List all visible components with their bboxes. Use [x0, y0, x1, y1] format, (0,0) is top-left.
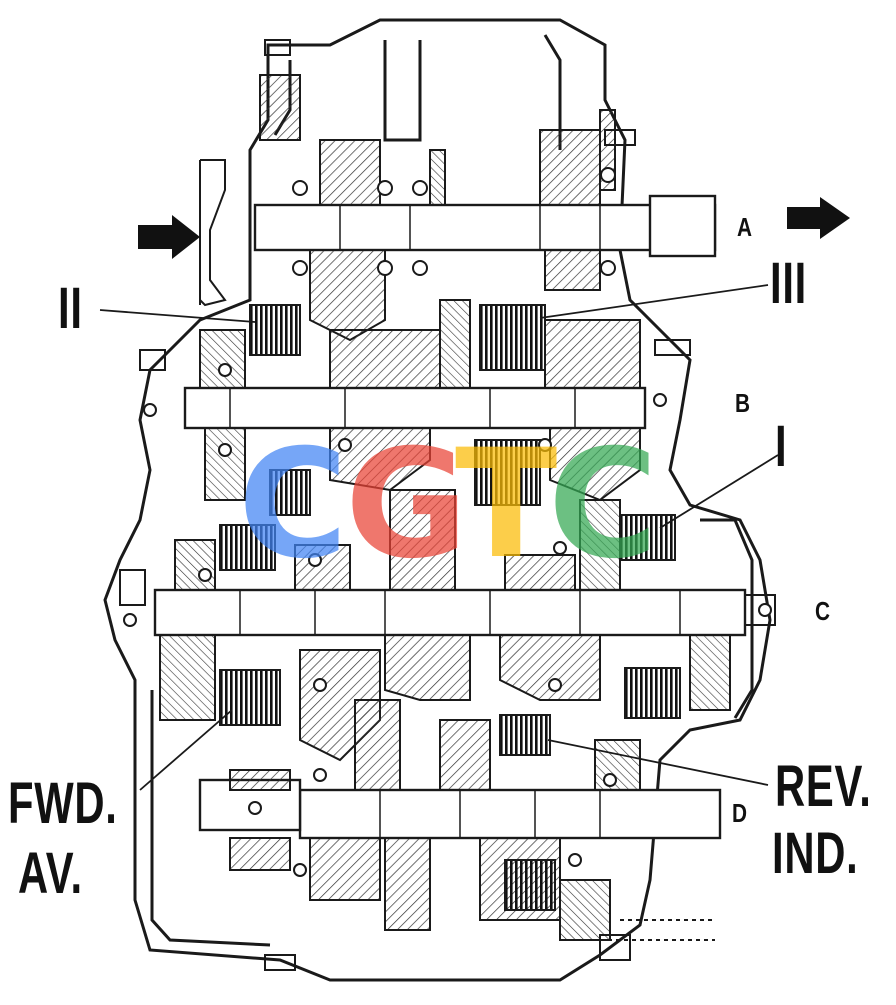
- clutch-label-i: I: [775, 414, 788, 479]
- fwd-label: FWD.: [8, 771, 118, 836]
- leader-iii: [539, 284, 769, 319]
- ind-label: IND.: [772, 821, 859, 886]
- clutch-ii-pack: [249, 304, 301, 356]
- shaft-label-a: A: [737, 212, 753, 242]
- bolts: [119, 39, 776, 971]
- shaft-c: [153, 588, 747, 637]
- clutch-packs: [219, 304, 681, 911]
- clutch-fwd-pack: [219, 669, 281, 726]
- clutch-label-ii: II: [58, 276, 83, 341]
- input-arrow: [138, 215, 200, 259]
- watermark-letter-3: T: [455, 418, 558, 592]
- av-label: AV.: [18, 841, 83, 906]
- clutch-rev-pack: [499, 714, 551, 756]
- leader-fwd: [139, 709, 233, 791]
- clutch-b-pack: [474, 439, 541, 506]
- leader-ii: [99, 309, 256, 323]
- bearings: [123, 167, 772, 877]
- input-flange: [199, 159, 227, 307]
- watermark-letter-4: C: [548, 418, 659, 592]
- watermark-letter-2: G: [345, 418, 469, 592]
- output-arrow: [787, 197, 850, 239]
- clutch-label-iii: III: [770, 251, 807, 316]
- flow-arrows: [138, 197, 850, 259]
- leader-lines: [99, 284, 779, 791]
- shafts: [153, 194, 747, 840]
- rev-label: REV.: [775, 754, 872, 819]
- shaft-d: [298, 788, 722, 840]
- watermark-letter-1: C: [238, 418, 349, 592]
- shaft-label-d: D: [732, 798, 748, 828]
- shaft-label-b: B: [735, 388, 751, 418]
- shaft-a: [253, 203, 717, 252]
- clutch-i-pack: [619, 514, 676, 561]
- shaft-label-c: C: [815, 596, 831, 626]
- clutch-iii-pack: [479, 304, 546, 371]
- leader-i: [659, 454, 779, 529]
- leader-rev: [547, 739, 769, 786]
- gears: [159, 74, 731, 941]
